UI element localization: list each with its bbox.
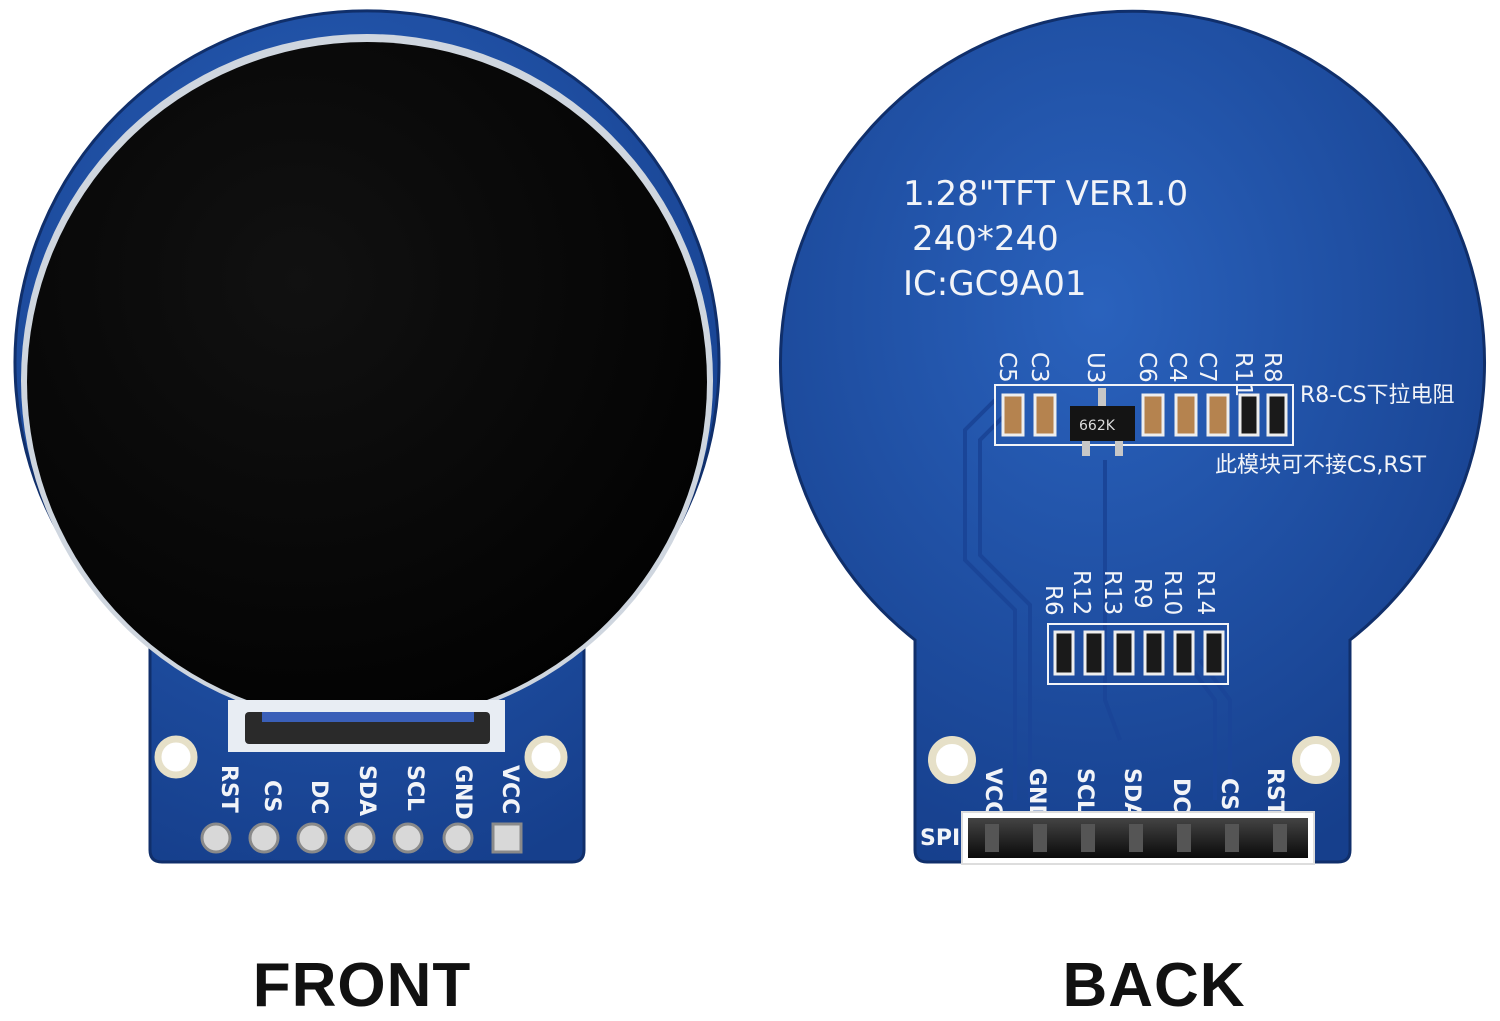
capacitor-c6	[1141, 393, 1165, 437]
front-pin-labels: RST CS DC SDA SCL GND VCC	[216, 765, 522, 820]
back-pin-label-sda: SDA	[1119, 768, 1144, 819]
header-pin-4	[1129, 824, 1143, 852]
resistor-r9	[1143, 630, 1165, 676]
back-pin-label-dc: DC	[1168, 778, 1193, 812]
chip-body	[1070, 406, 1135, 441]
back-resistors	[1053, 630, 1225, 676]
chip-u3: 662K	[1070, 388, 1135, 456]
part-label-c6: C6	[1134, 352, 1160, 383]
part-label-r10: R10	[1159, 570, 1185, 615]
back-pin-label-cs: CS	[1216, 778, 1241, 810]
chip-marking: 662K	[1079, 418, 1116, 434]
part-label-r12: R12	[1068, 570, 1094, 615]
resistor-r10	[1173, 630, 1195, 676]
back-pin-label-vcc: VCC	[980, 768, 1005, 817]
front-pad-5	[392, 822, 424, 854]
header-pin-7	[1273, 824, 1287, 852]
front-pin-label-dc: DC	[306, 780, 331, 814]
front-board: RST CS DC SDA SCL GND VCC	[13, 9, 721, 864]
back-note-line2: 此模块可不接CS,RST	[1215, 453, 1427, 478]
front-pin-label-rst: RST	[216, 765, 241, 813]
part-label-c3: C3	[1026, 352, 1052, 383]
back-mount-hole-left	[928, 736, 976, 784]
back-spi-label: SPI	[920, 826, 960, 851]
front-pin-label-gnd: GND	[450, 765, 475, 820]
resistor-r13	[1113, 630, 1135, 676]
front-mount-hole-left	[154, 735, 198, 779]
resistor-r12	[1083, 630, 1105, 676]
chip-lead-bottom-left	[1082, 440, 1090, 456]
part-label-u3: U3	[1082, 352, 1108, 383]
back-parts-bottom-labels: R6 R12 R13 R9 R10 R14	[1040, 570, 1218, 616]
back-components-bottom-frame	[1047, 623, 1229, 685]
front-pad-3	[296, 822, 328, 854]
back-pin-label-rst: RST	[1262, 768, 1287, 816]
part-label-r6: R6	[1040, 585, 1066, 616]
back-pin-labels: VCC GND SCL SDA DC CS RST	[980, 768, 1287, 823]
front-caption: FRONT	[252, 951, 472, 1020]
back-note-line1: R8-CS下拉电阻	[1300, 383, 1455, 408]
part-label-r14: R14	[1192, 570, 1218, 615]
part-label-c7: C7	[1194, 352, 1220, 383]
front-pin-label-scl: SCL	[402, 765, 427, 811]
front-pin-label-cs: CS	[259, 780, 284, 812]
resistor-r14	[1203, 630, 1225, 676]
capacitor-c7	[1206, 393, 1230, 437]
back-parts-top-labels: C5 C3 U3 C6 C4 C7 R11 R8	[994, 352, 1285, 397]
header-pin-2	[1033, 824, 1047, 852]
front-mount-hole-right	[524, 735, 568, 779]
front-pad-4	[344, 822, 376, 854]
capacitor-c5	[1001, 393, 1025, 437]
back-title-line3: IC:GC9A01	[903, 264, 1086, 304]
back-traces	[963, 398, 1232, 800]
header-pin-5	[1177, 824, 1191, 852]
part-label-r13: R13	[1099, 570, 1125, 615]
front-screen	[27, 42, 707, 722]
front-pad-6	[442, 822, 474, 854]
header-pin-1	[985, 824, 999, 852]
front-pad-1	[200, 822, 232, 854]
front-pin-label-vcc: VCC	[497, 765, 522, 814]
capacitor-c4	[1174, 393, 1198, 437]
front-solder-pads	[200, 822, 523, 854]
pin-header-pins	[985, 824, 1287, 852]
front-pad-2	[248, 822, 280, 854]
back-title-line1: 1.28"TFT VER1.0	[903, 174, 1188, 214]
back-caption: BACK	[1062, 951, 1246, 1020]
chip-lead-bottom-right	[1115, 440, 1123, 456]
front-pin-label-sda: SDA	[354, 765, 379, 816]
capacitor-c3	[1033, 393, 1057, 437]
resistor-r6	[1053, 630, 1075, 676]
back-components-top-frame	[994, 384, 1294, 446]
back-title-line2: 240*240	[912, 219, 1059, 259]
back-board: 1.28"TFT VER1.0 240*240 IC:GC9A01 C5 C3 …	[779, 9, 1486, 865]
part-label-r9: R9	[1129, 578, 1155, 609]
resistor-r11	[1238, 393, 1260, 437]
part-label-r11: R11	[1230, 352, 1256, 397]
front-pad-7	[491, 822, 523, 854]
resistor-r8	[1266, 393, 1288, 437]
header-pin-3	[1081, 824, 1095, 852]
back-pin-label-scl: SCL	[1072, 768, 1097, 814]
part-label-c4: C4	[1164, 352, 1190, 383]
back-capacitors	[1001, 393, 1288, 437]
back-mount-hole-right	[1292, 736, 1340, 784]
part-label-c5: C5	[994, 352, 1020, 383]
chip-lead-top	[1098, 388, 1106, 406]
header-pin-6	[1225, 824, 1239, 852]
front-connector-strip	[262, 712, 474, 722]
part-label-r8: R8	[1259, 352, 1285, 383]
